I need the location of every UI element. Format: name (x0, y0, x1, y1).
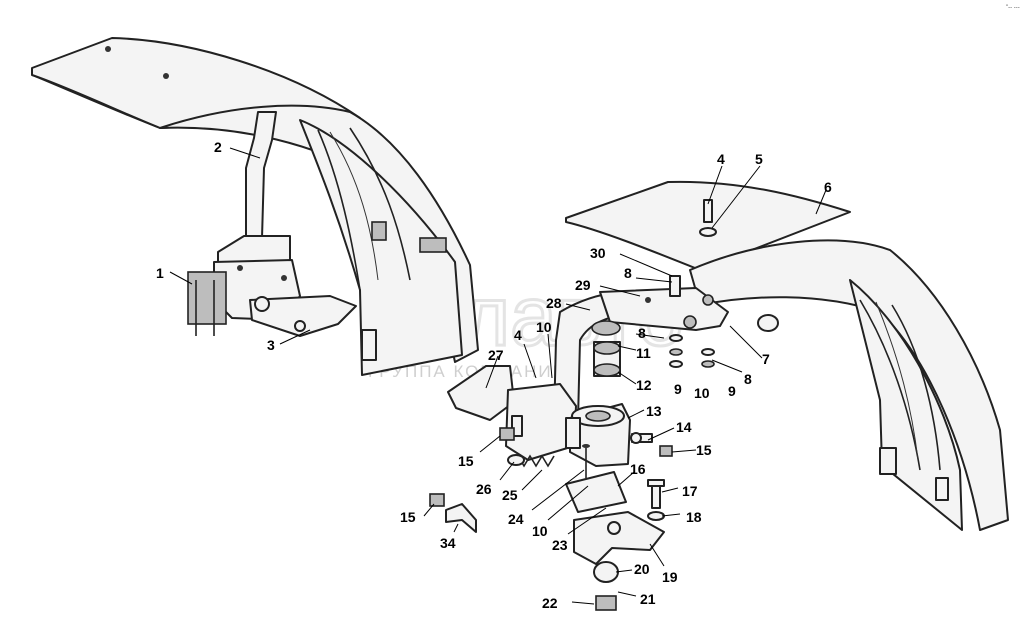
callout-11: 11 (636, 345, 651, 361)
callout-4-mid: 4 (514, 327, 522, 343)
callouts: 2 1 3 4 5 6 30 8 29 28 8 7 8 9 10 9 4 10… (156, 139, 832, 611)
callout-24: 24 (508, 511, 524, 527)
callout-8-mid: 8 (638, 325, 646, 341)
left-fender (31, 37, 479, 376)
watermark-subtitle: ГРУППА КОМПАНИЙ (368, 362, 567, 381)
callout-15-right: 15 (696, 442, 712, 458)
callout-12: 12 (636, 377, 652, 393)
callout-19: 19 (662, 569, 678, 585)
callout-7: 7 (762, 351, 770, 367)
callout-10-bottom: 10 (532, 523, 548, 539)
callout-8-top: 8 (624, 265, 632, 281)
callout-17: 17 (682, 483, 698, 499)
callout-3: 3 (267, 337, 275, 353)
callout-27: 27 (488, 347, 504, 363)
callout-16: 16 (630, 461, 646, 477)
callout-4-top: 4 (717, 151, 725, 167)
callout-25: 25 (502, 487, 518, 503)
callout-15-left: 15 (400, 509, 416, 525)
leader-lines (169, 147, 827, 605)
callout-30: 30 (590, 245, 606, 261)
callout-28: 28 (546, 295, 562, 311)
callout-20: 20 (634, 561, 650, 577)
right-fender (565, 180, 1009, 531)
callout-10-top: 10 (536, 319, 552, 335)
callout-34: 34 (440, 535, 456, 551)
callout-5: 5 (755, 151, 763, 167)
callout-26: 26 (476, 481, 492, 497)
callout-15-mid: 15 (458, 453, 474, 469)
callout-29: 29 (575, 277, 591, 293)
callout-2: 2 (214, 139, 222, 155)
callout-21: 21 (640, 591, 656, 607)
callout-8-right: 8 (744, 371, 752, 387)
callout-23: 23 (552, 537, 568, 553)
callout-9-left: 9 (674, 381, 682, 397)
left-support (187, 111, 357, 337)
callout-14: 14 (676, 419, 692, 435)
callout-1: 1 (156, 265, 164, 281)
callout-13: 13 (646, 403, 662, 419)
callout-18: 18 (686, 509, 702, 525)
callout-22: 22 (542, 595, 558, 611)
corner-mark: "-- --- (1006, 5, 1020, 11)
callout-10-right: 10 (694, 385, 710, 401)
callout-6: 6 (824, 179, 832, 195)
right-support (429, 199, 729, 611)
callout-9-right: 9 (728, 383, 736, 399)
